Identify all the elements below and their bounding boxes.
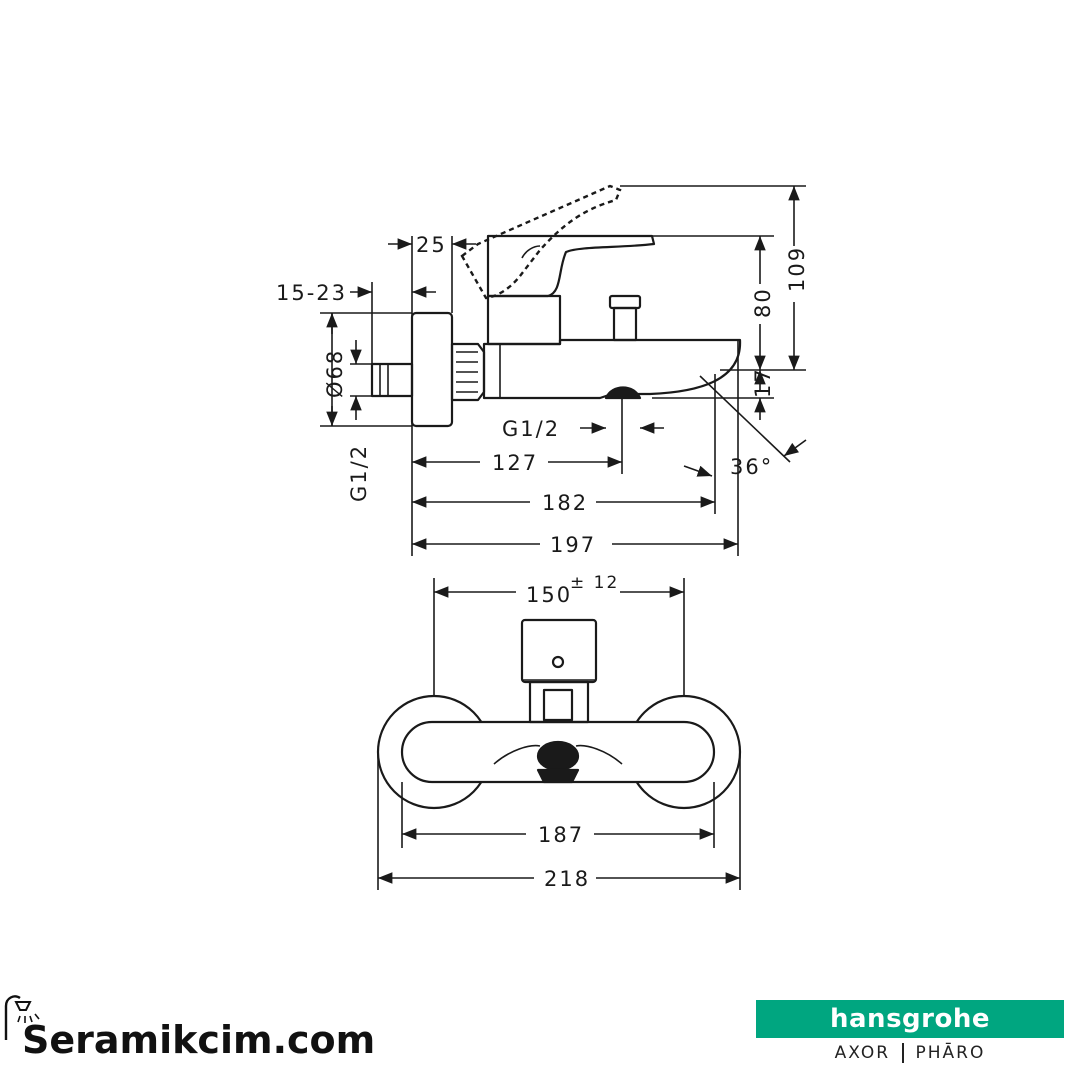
dim-g12-outlet: G1/2 <box>502 417 560 441</box>
dim-15-23: 15-23 <box>276 281 347 305</box>
mixer-body <box>482 338 742 400</box>
sub-brand-pharo: PHĀRO <box>915 1043 986 1063</box>
dim-109: 109 <box>785 246 809 292</box>
inlet-pipe <box>370 362 414 398</box>
dim-25: 25 <box>416 233 447 257</box>
dim-17: 17 <box>751 367 775 398</box>
hansgrohe-logo: hansgrohe <box>756 1000 1064 1038</box>
wall-flange <box>410 311 454 428</box>
sub-brand-divider <box>902 1043 904 1063</box>
dim-150-tolerance: ± 12 <box>570 573 619 593</box>
front-column <box>528 680 590 724</box>
shower-icon <box>4 995 40 1040</box>
side-view: 25 15-23 Ø68 G1/2 G1/2 127 182 197 <box>276 184 809 557</box>
front-aerator <box>536 740 580 772</box>
lever-handle <box>486 234 656 298</box>
dim-187: 187 <box>538 823 584 847</box>
dim-80: 80 <box>751 287 775 318</box>
dim-182: 182 <box>542 491 588 515</box>
dim-197: 197 <box>550 533 596 557</box>
technical-drawing: 25 15-23 Ø68 G1/2 G1/2 127 182 197 <box>276 184 809 891</box>
aerator <box>604 386 642 400</box>
dim-127: 127 <box>492 451 538 475</box>
dim-218: 218 <box>544 867 590 891</box>
hansgrohe-logo-text: hansgrohe <box>830 1004 990 1034</box>
dim-g12-inlet: G1/2 <box>347 444 371 502</box>
diverter-cap <box>608 294 642 310</box>
front-diverter <box>542 688 574 722</box>
dim-150: 150 <box>526 583 572 607</box>
lever-handle-open <box>460 184 622 300</box>
front-handle <box>520 618 598 684</box>
sub-brands: AXOR PHĀRO <box>756 1043 1064 1063</box>
dim-36-degrees: 36° <box>730 455 773 479</box>
front-view: 150 ± 12 187 218 <box>376 573 742 891</box>
diverter-stem <box>612 306 638 342</box>
dim-diameter-68: Ø68 <box>323 349 347 398</box>
sub-brand-axor: AXOR <box>834 1043 891 1063</box>
site-name: Seramikcim.com <box>22 1018 376 1062</box>
handle-column <box>486 294 562 346</box>
